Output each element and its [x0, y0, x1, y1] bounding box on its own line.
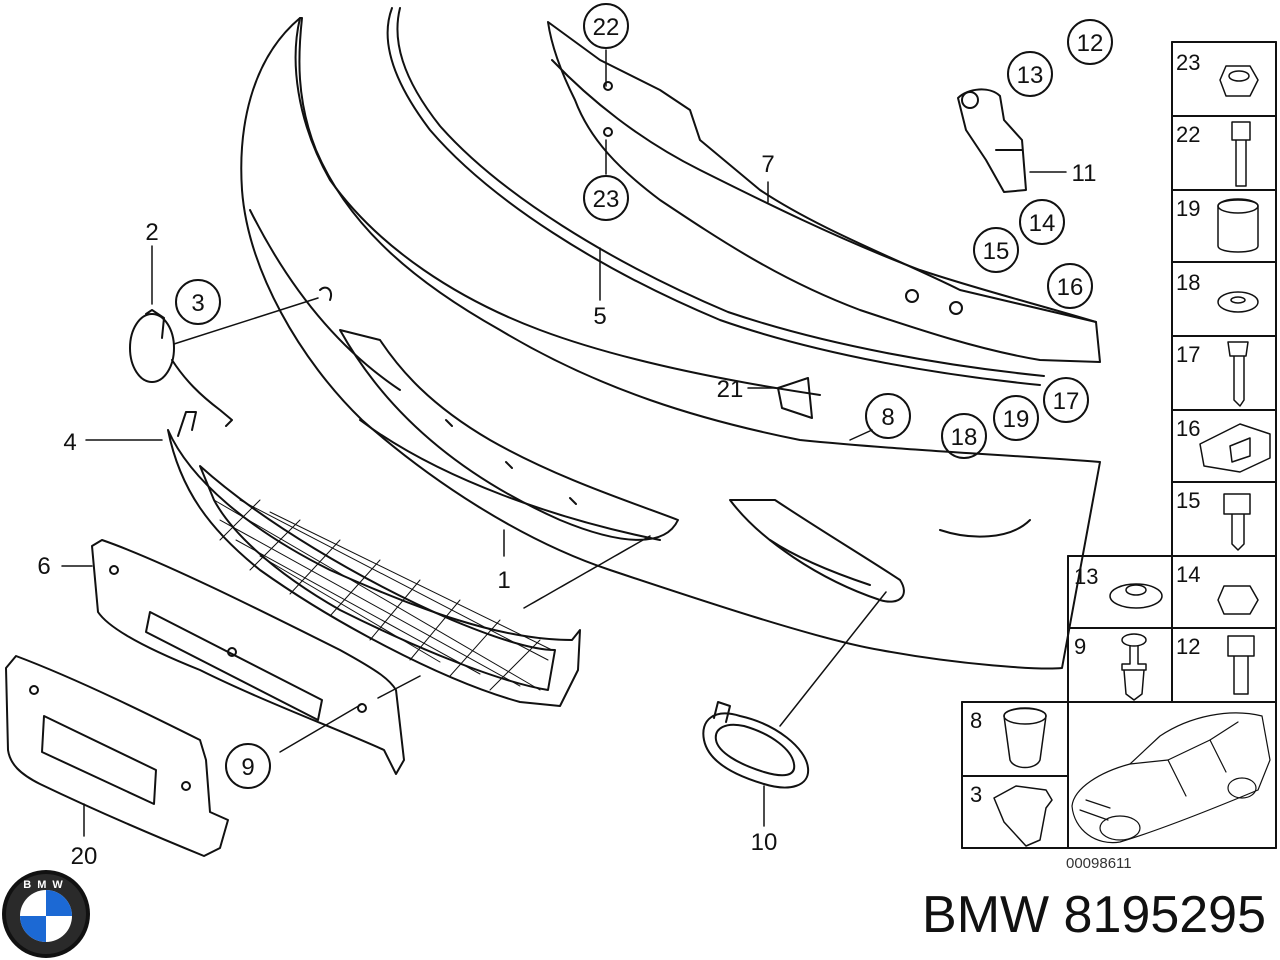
bolt-icon [1231, 121, 1251, 187]
callout-2: 2 [145, 219, 158, 246]
callout-18: 18 [951, 424, 978, 451]
hw-cell-label: 23 [1176, 50, 1200, 75]
callout-21: 21 [717, 376, 744, 403]
hw-cell-label: 15 [1176, 488, 1200, 513]
license-plate-holder [5, 655, 229, 857]
rubber-stop-icon [1003, 707, 1047, 769]
callout-3: 3 [191, 290, 204, 317]
callout-19: 19 [1003, 406, 1030, 433]
mounting-bracket [957, 88, 1027, 193]
callout-22: 22 [593, 14, 620, 41]
bmw-logo [2, 870, 90, 958]
flange-screw-icon [1223, 493, 1251, 551]
center-grille [167, 411, 581, 707]
hw-cell-label: 13 [1074, 564, 1098, 589]
callout-10: 10 [751, 829, 778, 856]
label-sticker [777, 377, 813, 419]
screw-icon [1227, 341, 1249, 407]
callout-17: 17 [1053, 388, 1080, 415]
hw-cell-label: 9 [1074, 634, 1086, 659]
hw-cell-label: 16 [1176, 416, 1200, 441]
callout-9: 9 [241, 754, 254, 781]
bumper-carrier [547, 21, 1101, 363]
callout-6: 6 [37, 553, 50, 580]
callout-12: 12 [1077, 30, 1104, 57]
hex-nut-icon [1217, 585, 1259, 615]
hw-cell-label: 3 [970, 782, 982, 807]
callout-7: 7 [761, 151, 774, 178]
expanding-rivet-icon [1121, 633, 1147, 647]
hw-cell-label: 17 [1176, 342, 1200, 367]
hw-cell-label: 14 [1176, 562, 1200, 587]
callout-8: 8 [881, 404, 894, 431]
callout-4: 4 [63, 429, 76, 456]
fog-light-bezel [702, 701, 810, 789]
small-bracket-icon [993, 785, 1053, 847]
callout-14: 14 [1029, 210, 1056, 237]
callout-23: 23 [593, 186, 620, 213]
callout-13: 13 [1017, 62, 1044, 89]
license-plate-base [91, 539, 405, 775]
hw-cell-label: 22 [1176, 122, 1200, 147]
sleeve-icon [1217, 199, 1259, 253]
logo-letters: BMW [23, 879, 69, 891]
leader-lines [61, 49, 1067, 837]
clip-icon [1199, 423, 1271, 473]
diagram-reference-number: 00098611 [1066, 855, 1132, 872]
callout-15: 15 [983, 238, 1010, 265]
callout-11: 11 [1072, 160, 1097, 187]
tow-hook-cap [129, 309, 233, 427]
callout-5: 5 [593, 303, 606, 330]
callout-circles [175, 3, 1113, 789]
part-number-title: BMW 8195295 [922, 886, 1266, 944]
callout-labels: 1 2 3 4 5 6 7 8 9 10 11 12 13 14 15 16 1… [37, 14, 1103, 870]
hardware-cell-labels: 23 22 19 18 17 16 15 13 14 9 12 8 3 [970, 50, 1200, 807]
hw-cell-label: 18 [1176, 270, 1200, 295]
trim-strip [386, 7, 1045, 386]
bumper-cover [240, 17, 1101, 670]
washer-icon [1217, 291, 1259, 313]
car-silhouette-icon [1071, 712, 1271, 844]
hex-bolt-icon [1227, 635, 1255, 695]
callout-20: 20 [71, 843, 98, 870]
hardware-panel [961, 41, 1277, 849]
hw-cell-label: 8 [970, 708, 982, 733]
nut-icon [1219, 65, 1259, 97]
hardware-icons [993, 65, 1271, 847]
hw-cell-label: 19 [1176, 196, 1200, 221]
callout-1: 1 [497, 567, 510, 594]
hw-cell-label: 12 [1176, 634, 1200, 659]
speed-nut-icon [1109, 583, 1163, 609]
callout-16: 16 [1057, 274, 1084, 301]
